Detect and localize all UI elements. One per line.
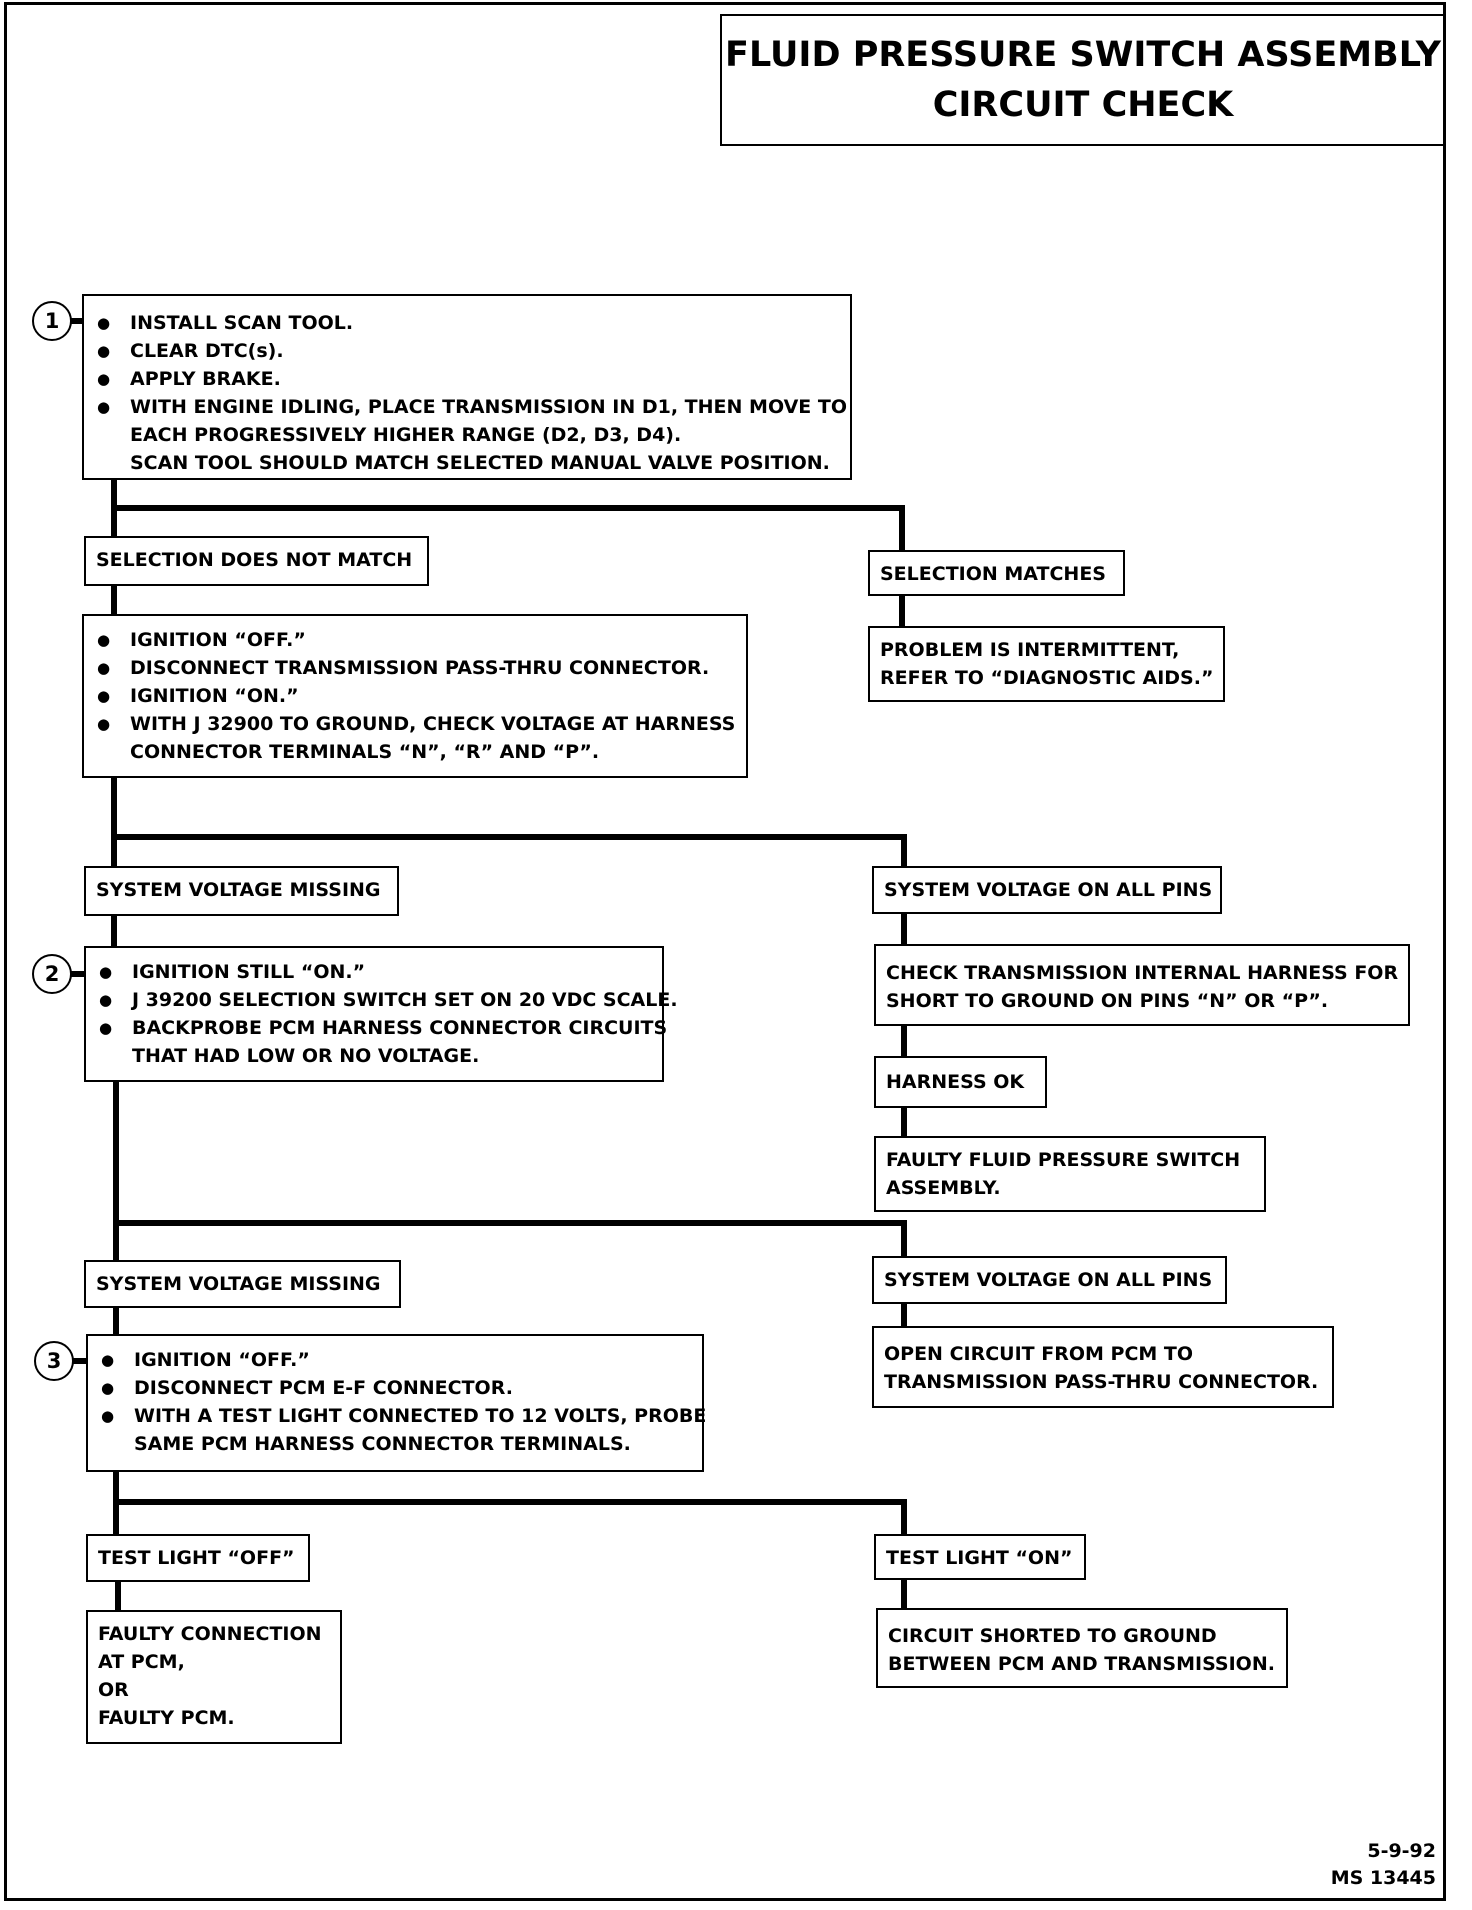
step-3-line-4: SAME PCM HARNESS CONNECTOR TERMINALS.	[134, 1433, 631, 1455]
open-circuit-line-1: OPEN CIRCUIT FROM PCM TO	[884, 1343, 1194, 1365]
faulty-connection-line-3: OR	[98, 1679, 129, 1701]
label-selection-does-not-match: SELECTION DOES NOT MATCH	[84, 536, 429, 586]
page-title: FLUID PRESSURE SWITCH ASSEMBLY CIRCUIT C…	[720, 14, 1446, 146]
title-line-1: FLUID PRESSURE SWITCH ASSEMBLY	[725, 35, 1441, 75]
result-problem-intermittent: PROBLEM IS INTERMITTENT, REFER TO “DIAGN…	[868, 626, 1225, 702]
label-test-light-off: TEST LIGHT “OFF”	[86, 1534, 310, 1582]
open-circuit-line-2: TRANSMISSION PASS-THRU CONNECTOR.	[884, 1371, 1319, 1393]
label-system-voltage-missing-1: SYSTEM VOLTAGE MISSING	[84, 866, 399, 916]
step-1-line-6: SCAN TOOL SHOULD MATCH SELECTED MANUAL V…	[130, 452, 830, 474]
ignition-line-3: IGNITION “ON.”	[94, 682, 732, 710]
ignition-line-2: DISCONNECT TRANSMISSION PASS-THRU CONNEC…	[94, 654, 732, 682]
circuit-shorted-line-2: BETWEEN PCM AND TRANSMISSION.	[888, 1653, 1275, 1675]
title-line-2: CIRCUIT CHECK	[932, 85, 1234, 125]
result-check-internal-harness: CHECK TRANSMISSION INTERNAL HARNESS FOR …	[874, 944, 1410, 1026]
label-system-voltage-on-all-pins-2: SYSTEM VOLTAGE ON ALL PINS	[872, 1256, 1227, 1304]
step-2-line-1: IGNITION STILL “ON.”	[96, 958, 648, 986]
result-open-circuit: OPEN CIRCUIT FROM PCM TO TRANSMISSION PA…	[872, 1326, 1334, 1408]
faulty-connection-line-4: FAULTY PCM.	[98, 1707, 235, 1729]
step-3-instructions: IGNITION “OFF.” DISCONNECT PCM E-F CONNE…	[86, 1334, 706, 1472]
step-2-line-2: J 39200 SELECTION SWITCH SET ON 20 VDC S…	[96, 986, 678, 1014]
step-1-line-4: WITH ENGINE IDLING, PLACE TRANSMISSION I…	[94, 393, 847, 421]
document-footer: 5-9-92 MS 13445	[1331, 1838, 1436, 1892]
ignition-line-1: IGNITION “OFF.”	[94, 626, 732, 654]
ignition-line-5: CONNECTOR TERMINALS “N”, “R” AND “P”.	[130, 741, 600, 763]
faulty-switch-line-1: FAULTY FLUID PRESSURE SWITCH	[886, 1149, 1241, 1171]
check-harness-line-1: CHECK TRANSMISSION INTERNAL HARNESS FOR	[886, 962, 1399, 984]
result-faulty-connection: FAULTY CONNECTION AT PCM, OR FAULTY PCM.	[86, 1610, 342, 1744]
faulty-switch-line-2: ASSEMBLY.	[886, 1177, 1001, 1199]
step-2-line-4: THAT HAD LOW OR NO VOLTAGE.	[132, 1045, 480, 1067]
step-2-line-3: BACKPROBE PCM HARNESS CONNECTOR CIRCUITS	[96, 1014, 667, 1042]
result-circuit-shorted: CIRCUIT SHORTED TO GROUND BETWEEN PCM AN…	[876, 1608, 1288, 1688]
result-intermittent-line-2: REFER TO “DIAGNOSTIC AIDS.”	[880, 667, 1214, 689]
step-1-instructions: INSTALL SCAN TOOL. CLEAR DTC(s). APPLY B…	[82, 294, 852, 480]
step-number-2: 2	[32, 954, 72, 994]
label-harness-ok: HARNESS OK	[874, 1056, 1047, 1108]
page-border	[4, 2, 1446, 1901]
step-3-line-3: WITH A TEST LIGHT CONNECTED TO 12 VOLTS,…	[98, 1402, 706, 1430]
label-selection-matches: SELECTION MATCHES	[868, 550, 1125, 596]
step-3-line-1: IGNITION “OFF.”	[98, 1346, 688, 1374]
faulty-connection-line-2: AT PCM,	[98, 1651, 185, 1673]
ignition-check-instructions: IGNITION “OFF.” DISCONNECT TRANSMISSION …	[82, 614, 748, 778]
step-1-line-3: APPLY BRAKE.	[94, 365, 836, 393]
ignition-line-4: WITH J 32900 TO GROUND, CHECK VOLTAGE AT…	[94, 710, 735, 738]
step-1-line-5: EACH PROGRESSIVELY HIGHER RANGE (D2, D3,…	[130, 424, 682, 446]
faulty-connection-line-1: FAULTY CONNECTION	[98, 1623, 322, 1645]
label-system-voltage-on-all-pins-1: SYSTEM VOLTAGE ON ALL PINS	[872, 866, 1222, 914]
footer-code: MS 13445	[1330, 1867, 1436, 1889]
step-1-line-2: CLEAR DTC(s).	[94, 337, 836, 365]
label-test-light-on: TEST LIGHT “ON”	[874, 1534, 1086, 1580]
label-system-voltage-missing-2: SYSTEM VOLTAGE MISSING	[84, 1260, 401, 1308]
footer-date: 5-9-92	[1367, 1840, 1436, 1862]
step-number-1: 1	[32, 301, 72, 341]
step-number-3: 3	[34, 1341, 74, 1381]
result-intermittent-line-1: PROBLEM IS INTERMITTENT,	[880, 639, 1180, 661]
step-3-line-2: DISCONNECT PCM E-F CONNECTOR.	[98, 1374, 688, 1402]
step-2-instructions: IGNITION STILL “ON.” J 39200 SELECTION S…	[84, 946, 678, 1082]
check-harness-line-2: SHORT TO GROUND ON PINS “N” OR “P”.	[886, 990, 1329, 1012]
step-1-line-1: INSTALL SCAN TOOL.	[94, 309, 836, 337]
result-faulty-fluid-pressure-switch: FAULTY FLUID PRESSURE SWITCH ASSEMBLY.	[874, 1136, 1266, 1212]
circuit-shorted-line-1: CIRCUIT SHORTED TO GROUND	[888, 1625, 1217, 1647]
